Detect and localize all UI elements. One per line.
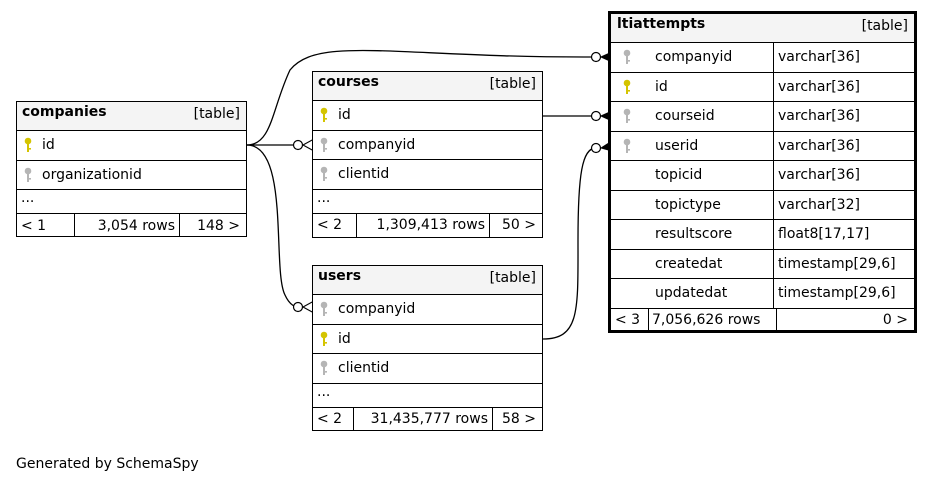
more-columns: ... bbox=[17, 190, 246, 214]
column-name: topictype bbox=[655, 196, 721, 213]
column-name: organizationid bbox=[42, 166, 142, 183]
table-header: users [table] bbox=[313, 266, 542, 295]
table-header: ltiattempts [table] bbox=[611, 14, 914, 43]
table-name: courses bbox=[318, 74, 379, 90]
column-name: id bbox=[338, 330, 351, 347]
table-kind: [table] bbox=[489, 270, 536, 286]
optional-circle bbox=[590, 110, 602, 122]
column-row[interactable]: createdat timestamp[29,6] bbox=[611, 249, 914, 279]
rel-companies-ltiattempts bbox=[246, 49, 597, 146]
optional-circle bbox=[590, 142, 602, 154]
foreign-key-icon bbox=[17, 167, 39, 183]
foreign-key-icon bbox=[611, 49, 643, 65]
row-count: 1,309,413 rows bbox=[357, 213, 490, 237]
table-users[interactable]: users [table] companyid id clientid ... … bbox=[312, 265, 543, 431]
optional-circle bbox=[292, 301, 304, 313]
column-row[interactable]: companyid bbox=[313, 295, 542, 325]
table-name: companies bbox=[22, 104, 107, 120]
column-row[interactable]: companyid bbox=[313, 131, 542, 160]
column-name: id bbox=[338, 107, 351, 124]
foreign-key-icon bbox=[313, 137, 335, 153]
column-row[interactable]: userid varchar[36] bbox=[611, 131, 914, 161]
optional-circle bbox=[292, 139, 304, 151]
primary-key-icon bbox=[611, 79, 643, 95]
column-row[interactable]: resultscore float8[17,17] bbox=[611, 220, 914, 250]
column-name: courseid bbox=[655, 108, 715, 125]
children-count[interactable]: 148 > bbox=[197, 217, 240, 234]
column-row[interactable]: topictype varchar[32] bbox=[611, 190, 914, 220]
column-type: varchar[36] bbox=[773, 131, 914, 160]
column-row[interactable]: id bbox=[17, 131, 246, 161]
primary-key-icon bbox=[17, 137, 39, 153]
column-row[interactable]: courseid varchar[36] bbox=[611, 102, 914, 132]
table-footer: < 2 1,309,413 rows 50 > bbox=[313, 213, 542, 237]
table-footer: < 2 31,435,777 rows 58 > bbox=[313, 407, 542, 431]
column-name: createdat bbox=[655, 255, 723, 272]
optional-circle bbox=[590, 51, 602, 63]
column-name: updatedat bbox=[655, 285, 728, 302]
rel-companies-users bbox=[246, 144, 299, 308]
table-name: ltiattempts bbox=[617, 16, 706, 32]
column-row[interactable]: organizationid bbox=[17, 161, 246, 190]
row-count: 7,056,626 rows bbox=[649, 308, 777, 332]
column-name: clientid bbox=[338, 360, 390, 377]
foreign-key-icon bbox=[611, 138, 643, 154]
column-row[interactable]: clientid bbox=[313, 160, 542, 190]
column-row[interactable]: clientid bbox=[313, 354, 542, 384]
column-type: varchar[36] bbox=[773, 72, 914, 101]
children-count[interactable]: 58 > bbox=[502, 411, 536, 427]
row-count: 31,435,777 rows bbox=[354, 407, 493, 431]
table-footer: < 1 3,054 rows 148 > bbox=[17, 214, 246, 237]
column-name: clientid bbox=[338, 166, 390, 183]
column-row[interactable]: id bbox=[313, 325, 542, 354]
table-kind: [table] bbox=[489, 76, 536, 92]
column-row[interactable]: updatedat timestamp[29,6] bbox=[611, 279, 914, 309]
row-count: 3,054 rows bbox=[75, 214, 180, 237]
foreign-key-icon bbox=[313, 166, 335, 182]
foreign-key-icon bbox=[313, 301, 335, 317]
table-header: courses [table] bbox=[313, 72, 542, 101]
column-name: topicid bbox=[655, 167, 703, 184]
column-type: varchar[32] bbox=[773, 190, 914, 219]
column-row[interactable]: topicid varchar[36] bbox=[611, 161, 914, 191]
table-ltiattempts[interactable]: ltiattempts [table] companyid varchar[36… bbox=[608, 11, 917, 333]
primary-key-icon bbox=[313, 107, 335, 123]
column-name: companyid bbox=[338, 301, 416, 318]
column-name: userid bbox=[655, 137, 699, 154]
parents-count[interactable]: < 2 bbox=[313, 407, 354, 431]
column-type: float8[17,17] bbox=[773, 220, 914, 249]
table-footer: < 3 7,056,626 rows 0 > bbox=[611, 308, 914, 332]
more-columns: ... bbox=[313, 190, 542, 214]
column-row[interactable]: companyid varchar[36] bbox=[611, 43, 914, 73]
table-courses[interactable]: courses [table] id companyid clientid ..… bbox=[312, 71, 543, 238]
parents-count[interactable]: < 2 bbox=[313, 213, 357, 237]
column-name: companyid bbox=[655, 49, 733, 66]
parents-count[interactable]: < 3 bbox=[611, 308, 649, 332]
column-type: varchar[36] bbox=[773, 102, 914, 131]
column-name: id bbox=[42, 137, 55, 154]
foreign-key-icon bbox=[313, 360, 335, 376]
column-name: resultscore bbox=[655, 226, 733, 243]
children-count[interactable]: 50 > bbox=[502, 217, 536, 233]
column-type: timestamp[29,6] bbox=[773, 279, 914, 308]
generated-by-note: Generated by SchemaSpy bbox=[16, 456, 199, 472]
rel-users-ltiattempts bbox=[542, 147, 597, 340]
parents-count[interactable]: < 1 bbox=[17, 214, 75, 237]
children-count[interactable]: 0 > bbox=[882, 312, 908, 328]
column-type: varchar[36] bbox=[773, 161, 914, 190]
table-companies[interactable]: companies [table] id organizationid ... … bbox=[16, 101, 247, 237]
column-name: id bbox=[655, 78, 668, 95]
column-type: timestamp[29,6] bbox=[773, 249, 914, 278]
more-columns: ... bbox=[313, 384, 542, 408]
table-kind: [table] bbox=[861, 18, 908, 34]
table-name: users bbox=[318, 268, 362, 284]
column-name: companyid bbox=[338, 136, 416, 153]
table-header: companies [table] bbox=[17, 102, 246, 131]
primary-key-icon bbox=[313, 331, 335, 347]
table-kind: [table] bbox=[193, 106, 240, 122]
column-row[interactable]: id bbox=[313, 101, 542, 131]
column-row[interactable]: id varchar[36] bbox=[611, 72, 914, 102]
column-type: varchar[36] bbox=[773, 43, 914, 72]
foreign-key-icon bbox=[611, 108, 643, 124]
